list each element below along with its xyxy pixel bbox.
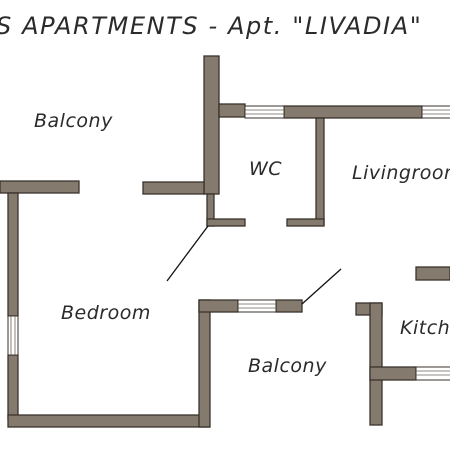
wall-right-stub	[415, 266, 450, 281]
door-swing-balcony	[301, 268, 342, 305]
room-label-balcony-bottom: Balcony	[248, 355, 327, 377]
wall-left-top	[0, 180, 80, 194]
wall-divider-top	[198, 299, 239, 313]
wall-kitchen-vertical	[369, 302, 383, 426]
room-label-balcony-top: Balcony	[34, 110, 113, 132]
wall-bedroom-right	[198, 299, 211, 428]
wall-wc-right	[315, 117, 325, 226]
wall-left-vertical-upper	[7, 192, 19, 317]
window-top-center	[244, 105, 285, 119]
window-left	[7, 315, 19, 356]
room-labels: Balcony WC Livingroom Bedroom Balcony Ki…	[34, 110, 450, 377]
wall-wc-bottom-right	[286, 218, 325, 227]
doors	[166, 225, 342, 305]
wall-bedroom-bottom	[7, 414, 210, 428]
wall-central-notch	[218, 103, 246, 118]
wall-divider-stub	[275, 299, 303, 313]
room-label-bedroom: Bedroom	[61, 302, 151, 324]
window-middle	[237, 299, 277, 313]
wall-wc-bottom-left	[206, 218, 246, 227]
door-swing-bedroom	[166, 225, 209, 282]
plan-title: S APARTMENTS - Apt. "LIVADIA"	[0, 12, 422, 40]
room-label-livingroom: Livingroom	[352, 162, 450, 184]
window-kitchen	[415, 366, 450, 381]
wall-kitchen-horizontal	[369, 366, 417, 381]
room-label-kitchen: Kitchen	[400, 317, 450, 339]
windows	[7, 105, 450, 381]
wall-top-horizontal	[283, 105, 423, 119]
window-top-right	[421, 105, 450, 119]
room-label-wc: WC	[249, 158, 282, 180]
wall-left-vertical-lower	[7, 354, 19, 420]
wall-central-vertical	[203, 55, 220, 195]
wall-left-stub	[142, 181, 205, 195]
